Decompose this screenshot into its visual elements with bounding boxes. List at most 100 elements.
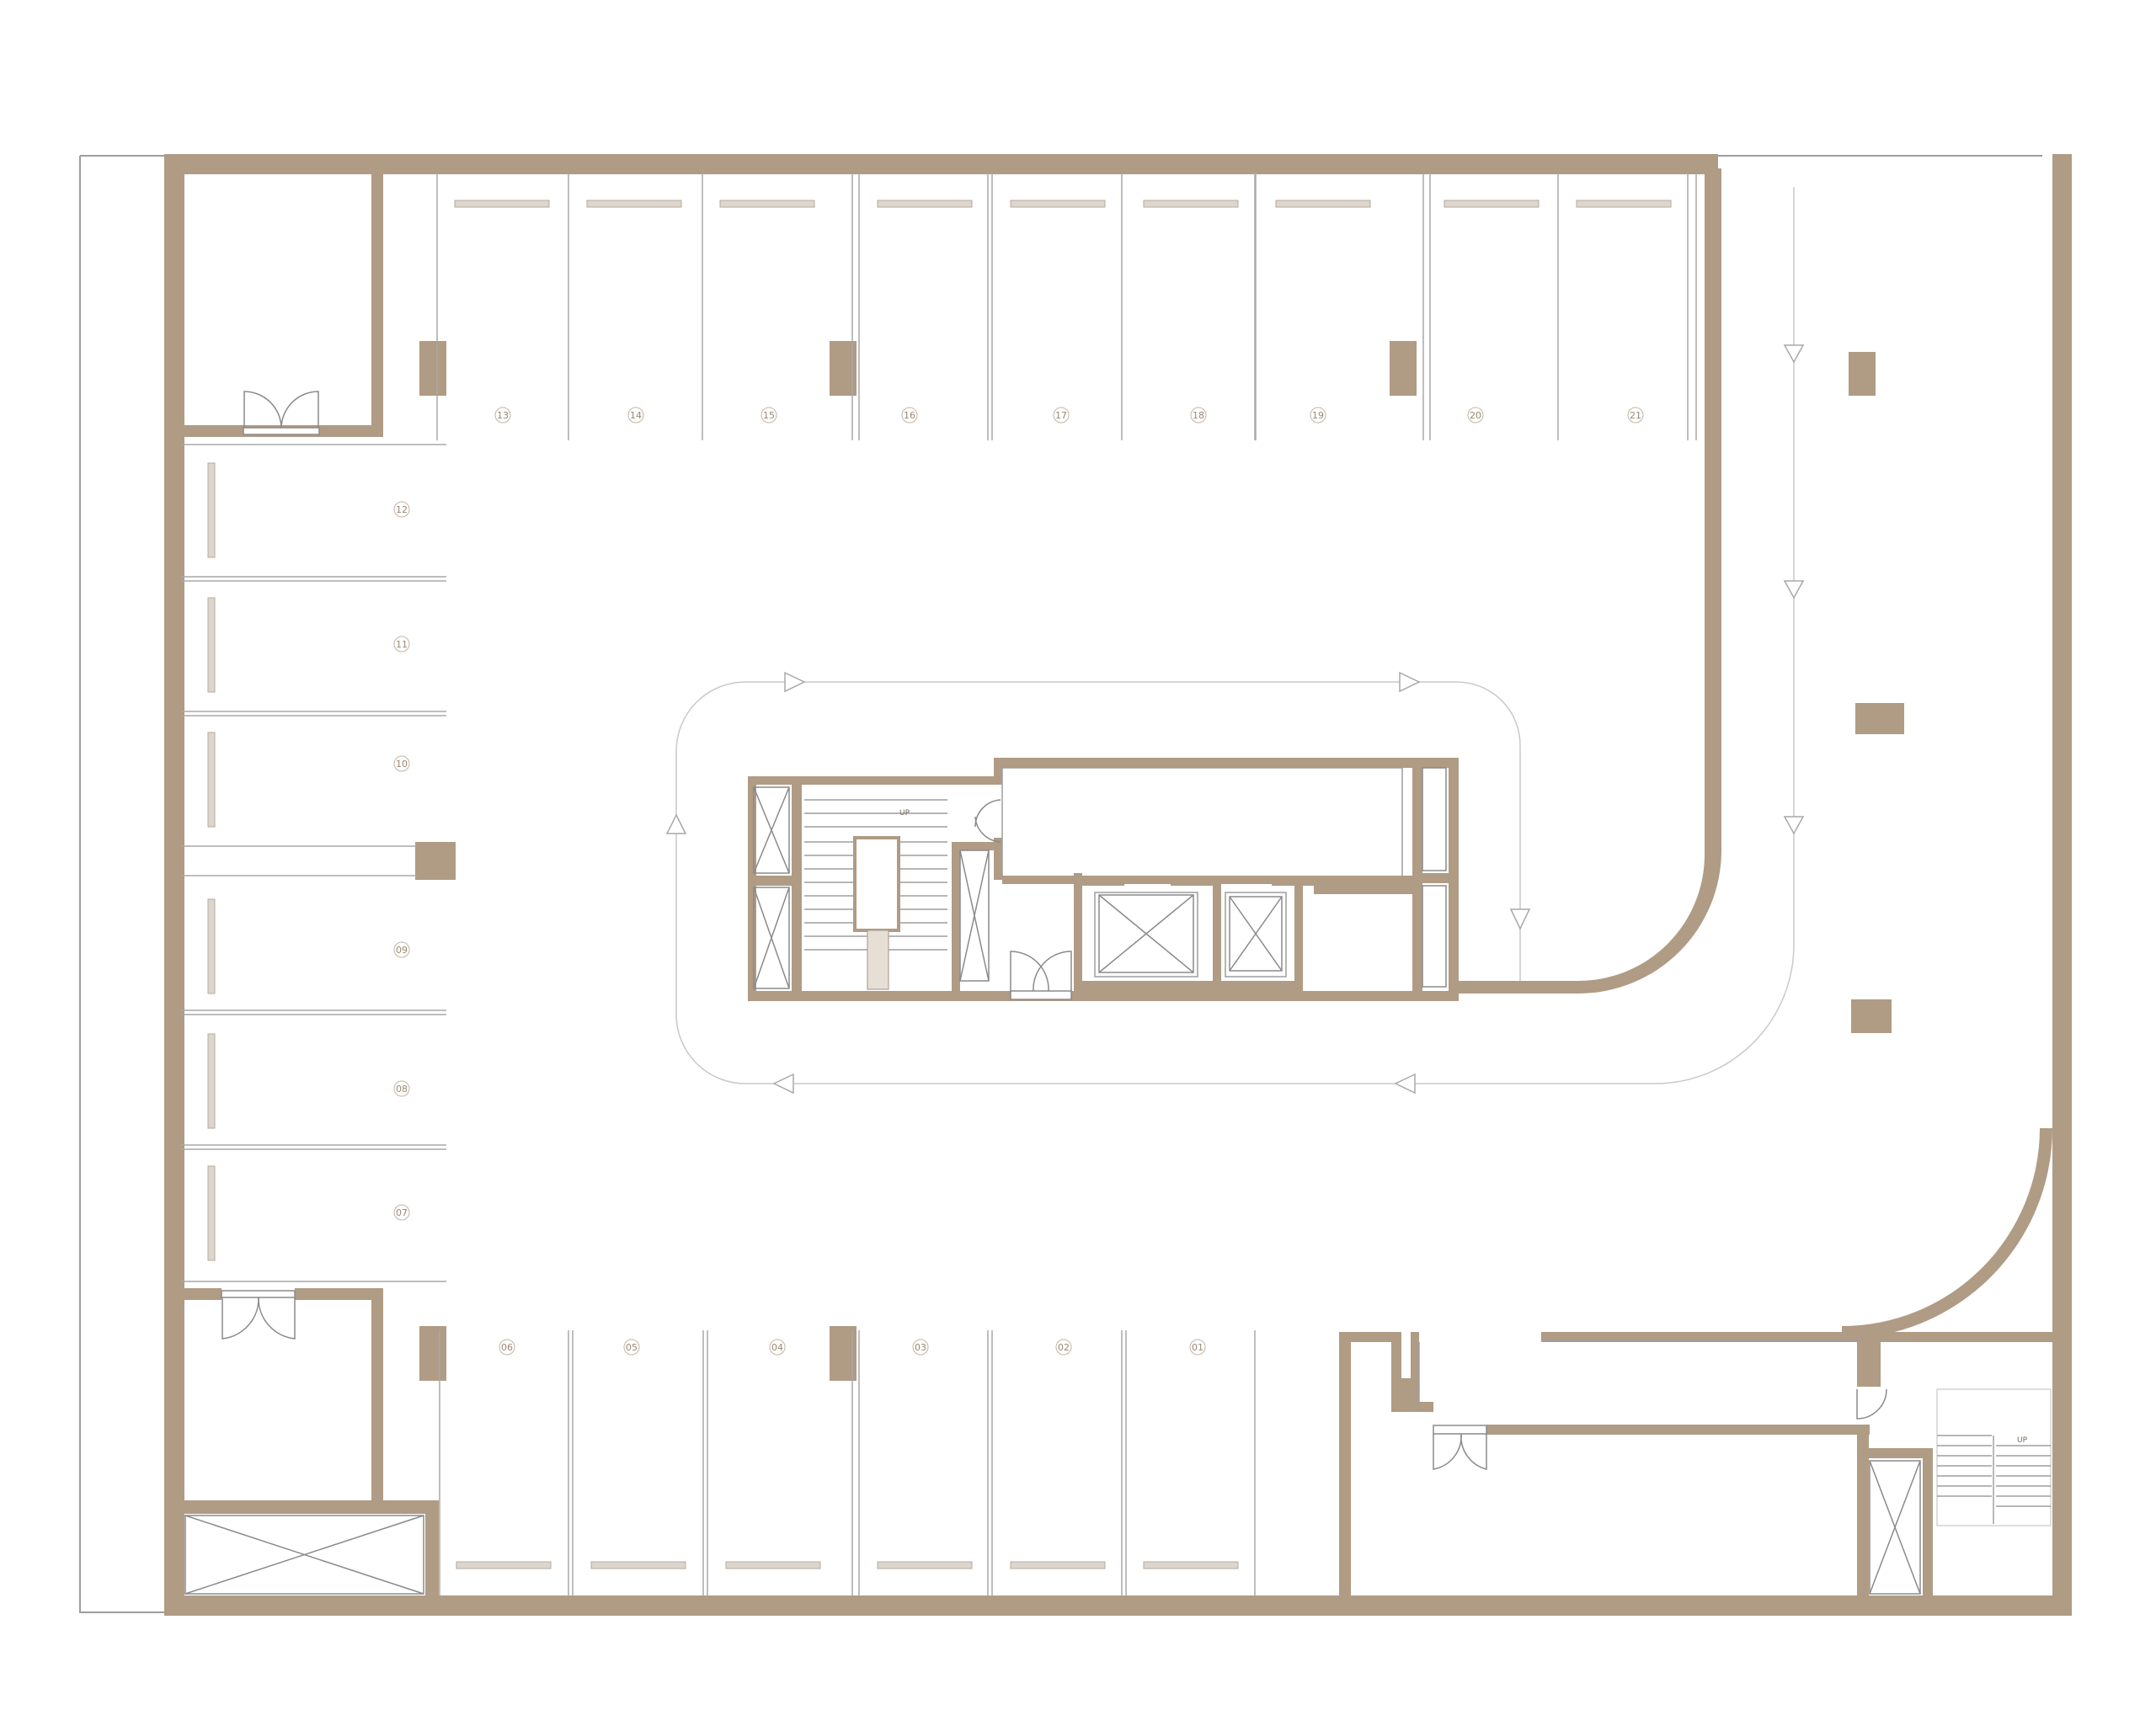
cross-hatch-icon bbox=[1098, 894, 1194, 973]
door-bottom-right[interactable] bbox=[1433, 1388, 1887, 1470]
space-13: 13 bbox=[494, 407, 511, 424]
triangle-arrow-icon bbox=[1399, 671, 1421, 693]
perimeter-walls bbox=[164, 154, 2072, 1616]
door-bottom-left-room[interactable] bbox=[221, 1290, 296, 1340]
space-04: 04 bbox=[769, 1339, 786, 1356]
space-07: 07 bbox=[393, 1204, 410, 1221]
space-numbers: 13 14 15 16 17 18 19 20 21 12 11 10 09 0… bbox=[393, 407, 1644, 1356]
door-top-left-room[interactable] bbox=[243, 391, 320, 435]
space-05: 05 bbox=[623, 1339, 640, 1356]
room-bottom-left bbox=[181, 1288, 439, 1601]
room-top-left bbox=[181, 173, 383, 437]
corner-stair bbox=[1936, 1388, 2052, 1526]
space-14: 14 bbox=[627, 407, 644, 424]
svg-text:19: 19 bbox=[1312, 410, 1324, 421]
left-column-wheel-stops bbox=[207, 462, 216, 1261]
space-17: 17 bbox=[1053, 407, 1070, 424]
cross-hatch-icon bbox=[1229, 896, 1283, 972]
door-swing-icon bbox=[1010, 951, 1049, 992]
svg-text:14: 14 bbox=[630, 410, 642, 421]
svg-text:17: 17 bbox=[1055, 410, 1067, 421]
door-swing-icon bbox=[974, 799, 1001, 828]
space-01: 01 bbox=[1189, 1339, 1206, 1356]
space-06: 06 bbox=[499, 1339, 515, 1356]
shaft-bottom-right bbox=[1869, 1460, 1921, 1595]
wall-top bbox=[164, 154, 1718, 174]
space-19: 19 bbox=[1310, 407, 1326, 424]
door-swing-icon bbox=[1460, 1433, 1487, 1470]
shaft-bottom-left bbox=[184, 1515, 424, 1595]
space-02: 02 bbox=[1055, 1339, 1072, 1356]
triangle-arrow-icon bbox=[665, 813, 687, 834]
traffic-loop bbox=[675, 187, 1795, 1084]
svg-text:08: 08 bbox=[396, 1084, 408, 1095]
svg-text:10: 10 bbox=[396, 759, 408, 770]
core-stair-up-label: UP bbox=[899, 809, 910, 818]
central-core bbox=[748, 758, 1459, 1001]
core-stair bbox=[804, 799, 947, 990]
space-11: 11 bbox=[393, 636, 410, 653]
bottom-row-dividers bbox=[439, 1330, 1256, 1595]
triangle-arrow-icon bbox=[784, 671, 806, 693]
space-10: 10 bbox=[393, 755, 410, 772]
traffic-arrows bbox=[665, 344, 1805, 1095]
structural-columns bbox=[415, 341, 1904, 1381]
space-12: 12 bbox=[393, 501, 410, 518]
cross-hatch-icon bbox=[959, 850, 990, 982]
space-08: 08 bbox=[393, 1080, 410, 1097]
svg-text:18: 18 bbox=[1193, 410, 1204, 421]
space-09: 09 bbox=[393, 941, 410, 958]
svg-text:20: 20 bbox=[1470, 410, 1481, 421]
svg-text:06: 06 bbox=[501, 1342, 513, 1353]
space-03: 03 bbox=[912, 1339, 929, 1356]
wall-bottom bbox=[164, 1595, 2072, 1616]
bottom-right-lines bbox=[1418, 1340, 1857, 1412]
space-20: 20 bbox=[1467, 407, 1484, 424]
svg-text:02: 02 bbox=[1058, 1342, 1070, 1353]
door-swing-icon bbox=[974, 816, 1001, 843]
elevator-shafts bbox=[753, 767, 1447, 989]
svg-text:15: 15 bbox=[763, 410, 775, 421]
triangle-arrow-icon bbox=[1394, 1073, 1416, 1095]
space-15: 15 bbox=[760, 407, 777, 424]
svg-text:09: 09 bbox=[396, 945, 408, 956]
wall-left bbox=[164, 154, 184, 1615]
svg-text:13: 13 bbox=[497, 410, 509, 421]
triangle-arrow-icon bbox=[1509, 908, 1531, 930]
triangle-arrow-icon bbox=[772, 1073, 794, 1095]
door-swing-icon bbox=[1433, 1433, 1462, 1470]
svg-text:04: 04 bbox=[771, 1342, 783, 1353]
cross-hatch-icon bbox=[1422, 885, 1447, 988]
svg-text:05: 05 bbox=[626, 1342, 638, 1353]
space-18: 18 bbox=[1190, 407, 1207, 424]
cross-hatch-icon bbox=[753, 786, 790, 874]
svg-text:21: 21 bbox=[1630, 410, 1641, 421]
corner-stair-up-label: UP bbox=[2017, 1436, 2028, 1445]
svg-text:16: 16 bbox=[904, 410, 915, 421]
space-21: 21 bbox=[1627, 407, 1644, 424]
left-column-dividers bbox=[181, 444, 446, 1282]
core-inner-lines bbox=[1001, 767, 1403, 978]
core-doors[interactable] bbox=[974, 799, 1072, 1000]
triangle-arrow-icon bbox=[1783, 816, 1805, 835]
door-swing-icon bbox=[1033, 951, 1072, 992]
triangle-arrow-icon bbox=[1783, 580, 1805, 599]
svg-text:12: 12 bbox=[396, 504, 408, 515]
bottom-row-wheel-stops bbox=[456, 1561, 1239, 1569]
ramp-outer-wall bbox=[1842, 1128, 2052, 1339]
space-16: 16 bbox=[901, 407, 918, 424]
wall-right bbox=[2052, 154, 2072, 1615]
door-swing-icon bbox=[1856, 1388, 1887, 1420]
cross-hatch-icon bbox=[753, 887, 790, 989]
svg-text:07: 07 bbox=[396, 1207, 408, 1218]
room-bottom-right bbox=[1339, 1332, 2052, 1601]
triangle-arrow-icon bbox=[1783, 344, 1805, 364]
ramp-inner-wall bbox=[1449, 168, 1721, 994]
svg-text:11: 11 bbox=[396, 639, 408, 650]
svg-text:03: 03 bbox=[915, 1342, 926, 1353]
svg-text:01: 01 bbox=[1192, 1342, 1203, 1353]
top-row-dividers bbox=[436, 173, 1697, 440]
cross-hatch-icon bbox=[1869, 1460, 1921, 1595]
top-row-wheel-stops bbox=[454, 200, 1672, 208]
